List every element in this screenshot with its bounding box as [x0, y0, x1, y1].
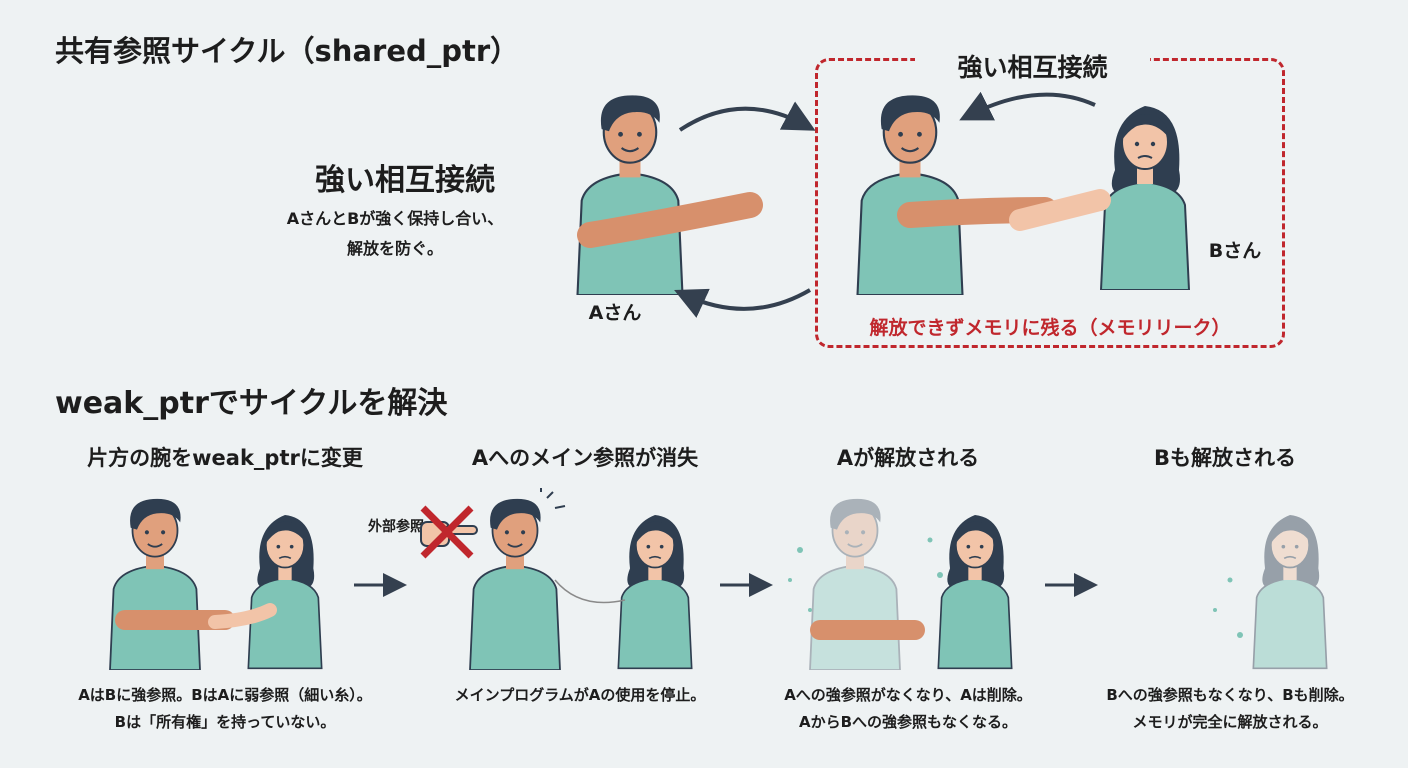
arrow-right-icon — [720, 573, 773, 597]
label-b: Bさん — [1208, 240, 1262, 262]
step-3-caption-1: Aへの強参照がなくなり、Aは削除。 — [784, 686, 1032, 704]
box-heading: 強い相互接続 — [915, 48, 1150, 84]
cycle-arrows — [674, 101, 816, 318]
step-3-heading: Aが解放される — [836, 446, 980, 470]
strong-link-heading: 強い相互接続 — [315, 163, 495, 198]
step-3-person-b — [937, 514, 1013, 670]
step-2-caption: メインプログラムがAの使用を停止。 — [420, 682, 740, 709]
step-2-heading: Aへのメイン参照が消失 — [471, 446, 699, 470]
step-4-heading: Bも解放される — [1153, 446, 1296, 470]
step-1-caption: AはBに強参照。BはAに弱参照（細い糸）。 Bは「所有権」を持っていない。 — [35, 682, 415, 736]
step-1-arms — [115, 603, 277, 630]
person-a-figure — [576, 94, 763, 295]
step-3-caption: Aへの強参照がなくなり、Aは削除。 AからBへの強参照もなくなる。 — [758, 682, 1058, 736]
step-1-caption-2: Bは「所有権」を持っていない。 — [114, 713, 336, 731]
step-3-particles — [788, 537, 943, 640]
label-a: Aさん — [588, 302, 642, 324]
step-2-person-a — [469, 488, 566, 670]
weak-ref-thread — [554, 579, 626, 604]
step-4-caption-2: メモリが完全に解放される。 — [1132, 713, 1328, 731]
shared-ptr-title: 共有参照サイクル（shared_ptr） — [55, 34, 520, 68]
step-1-heading: 片方の腕をweak_ptrに変更 — [87, 446, 363, 470]
weak-ptr-title: weak_ptrでサイクルを解決 — [55, 386, 448, 421]
step-4-caption: Bへの強参照もなくなり、Bも削除。メモリが完全に解放される。 — [1075, 682, 1385, 736]
strong-link-desc-2: 解放を防ぐ。 — [346, 239, 443, 258]
arrow-right-icon — [1045, 573, 1098, 597]
holding-hands — [897, 91, 1111, 231]
step-1-caption-1: AはBに強参照。BはAに弱参照（細い糸）。 — [78, 686, 372, 704]
external-ref-crossed-icon — [420, 505, 478, 559]
step-4-caption-1: Bへの強参照もなくなり、Bも削除。 — [1106, 686, 1354, 704]
external-ref-label: 外部参照 — [368, 519, 424, 535]
step-4-particles — [1213, 577, 1243, 638]
arrow-right-icon — [354, 573, 407, 597]
step-3-caption-2: AからBへの強参照もなくなる。 — [798, 713, 1018, 731]
strong-link-desc-1: AさんとBが強く保持し合い、 — [286, 209, 504, 228]
step-2-caption-1: メインプログラムがAの使用を停止。 — [454, 686, 706, 704]
memory-leak-text: 解放できずメモリに残る（メモリリーク） — [869, 317, 1231, 339]
